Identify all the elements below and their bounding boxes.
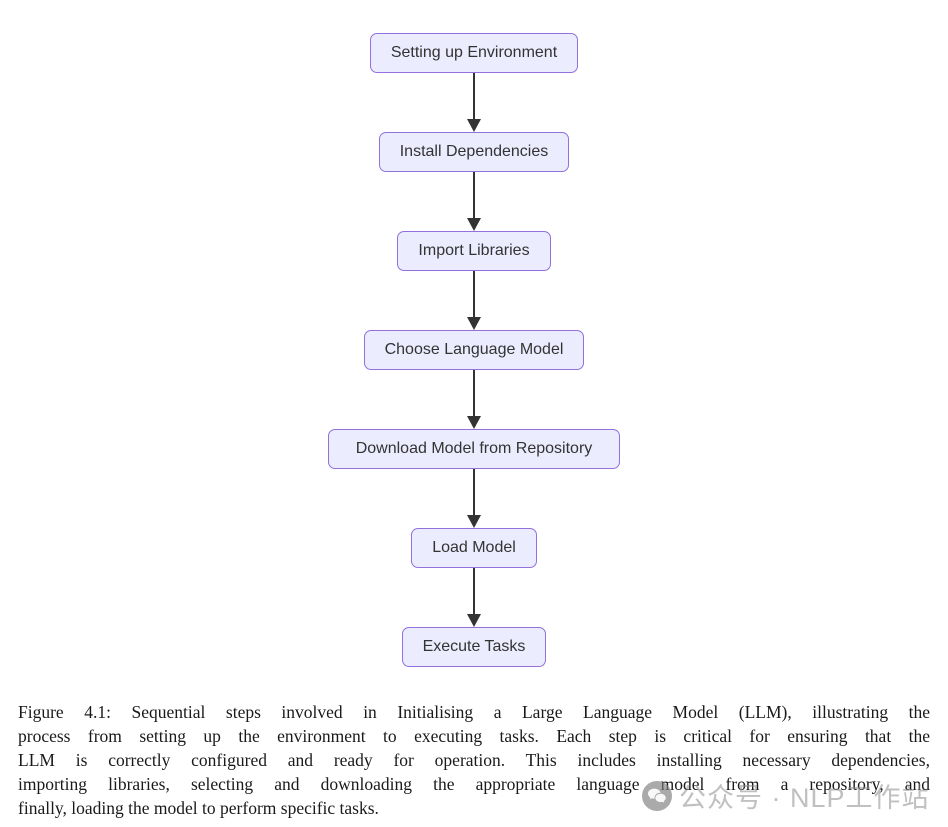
caption-line: importing libraries, selecting and downl… <box>18 774 930 794</box>
node-import-libraries: Import Libraries <box>397 231 551 271</box>
arrowhead-down-icon <box>467 317 481 330</box>
arrow-line <box>473 271 475 317</box>
arrow-down <box>467 469 481 528</box>
caption-line: LLM is correctly configured and ready fo… <box>18 750 930 770</box>
arrow-down <box>467 271 481 330</box>
node-load-model: Load Model <box>411 528 537 568</box>
arrowhead-down-icon <box>467 218 481 231</box>
node-download-model-from-repository: Download Model from Repository <box>327 429 621 469</box>
arrowhead-down-icon <box>467 515 481 528</box>
flowchart: Setting up Environment Install Dependenc… <box>0 33 948 667</box>
node-label: Download Model from Repository <box>355 440 593 457</box>
node-label: Setting up Environment <box>390 44 558 61</box>
arrow-down <box>467 568 481 627</box>
node-execute-tasks: Execute Tasks <box>401 627 547 667</box>
caption-line: process from setting up the environment … <box>18 726 930 746</box>
arrow-down <box>467 370 481 429</box>
arrowhead-down-icon <box>467 119 481 132</box>
arrow-line <box>473 172 475 218</box>
node-label: Execute Tasks <box>422 638 526 655</box>
node-label: Import Libraries <box>418 242 530 259</box>
arrow-down <box>467 172 481 231</box>
node-label: Load Model <box>432 539 516 556</box>
caption-line: Figure 4.1: Sequential steps involved in… <box>18 702 930 722</box>
arrow-line <box>473 73 475 119</box>
figure-caption: Figure 4.1: Sequential steps involved in… <box>0 700 948 820</box>
node-install-dependencies: Install Dependencies <box>378 132 570 172</box>
arrowhead-down-icon <box>467 416 481 429</box>
arrowhead-down-icon <box>467 614 481 627</box>
node-choose-language-model: Choose Language Model <box>363 330 585 370</box>
arrow-line <box>473 370 475 416</box>
node-label: Install Dependencies <box>399 143 549 160</box>
arrow-line <box>473 469 475 515</box>
node-setting-up-environment: Setting up Environment <box>369 33 579 73</box>
node-label: Choose Language Model <box>384 341 564 358</box>
caption-line: finally, loading the model to perform sp… <box>18 798 379 818</box>
arrow-down <box>467 73 481 132</box>
arrow-line <box>473 568 475 614</box>
